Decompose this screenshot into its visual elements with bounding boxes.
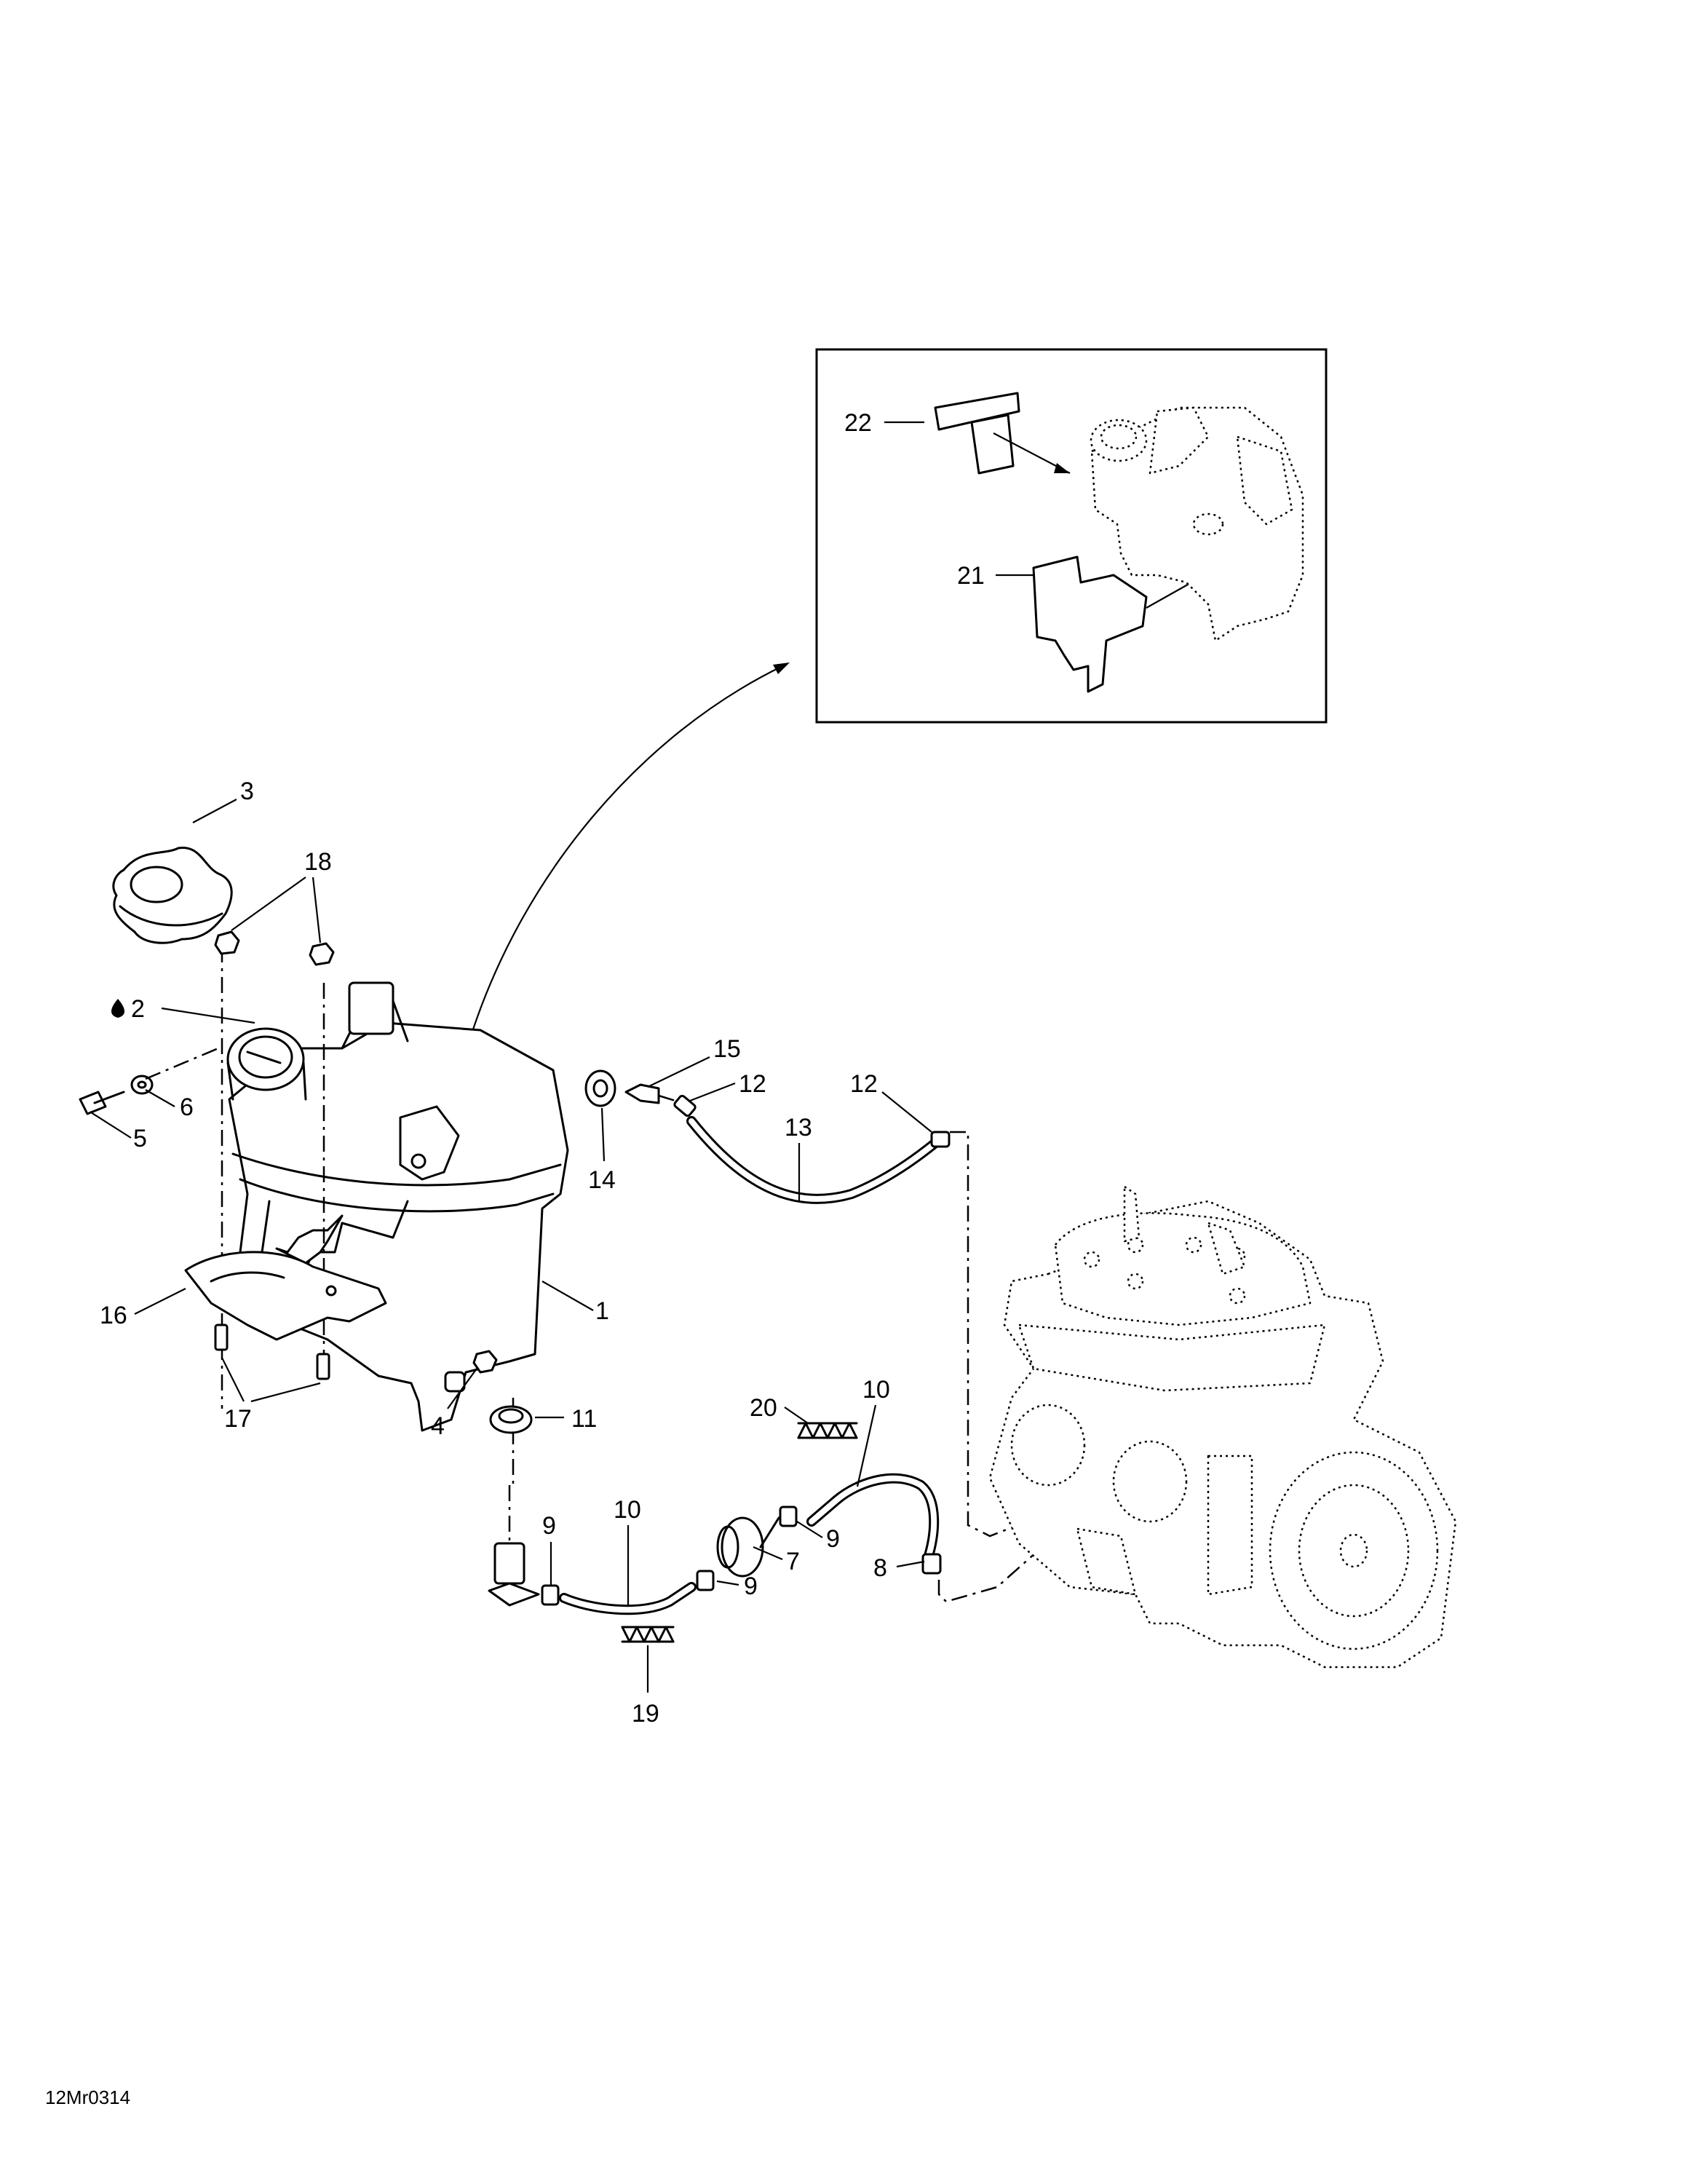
callout-label-20: 20 (750, 1394, 777, 1422)
callout-label-8: 8 (873, 1554, 887, 1582)
screw-17b (316, 1353, 330, 1380)
reference-code: 12Mr0314 (45, 2086, 130, 2108)
callout-19: 19 (632, 1645, 659, 1728)
callout-label-13: 13 (785, 1114, 812, 1142)
callout-2: 2 (111, 995, 255, 1024)
grommet-11 (489, 1405, 533, 1434)
clamp-12a (673, 1094, 697, 1117)
oil-cap (112, 846, 233, 944)
callout-label-10a: 10 (614, 1496, 641, 1524)
oil-tank (221, 946, 569, 1485)
clamp-12b (930, 1131, 951, 1148)
clamp-9c (779, 1506, 798, 1527)
decal-inset (815, 348, 1328, 724)
spring-19 (621, 1626, 675, 1643)
callout-9b: 9 (716, 1572, 758, 1600)
callout-label-21: 21 (957, 562, 985, 590)
callout-10a: 10 (614, 1496, 641, 1605)
decal-22 (934, 392, 1071, 475)
callout-label-18: 18 (304, 848, 332, 876)
callout-21: 21 (957, 562, 1034, 590)
callout-20: 20 (750, 1394, 809, 1424)
callout-label-17: 17 (224, 1405, 252, 1433)
callout-13: 13 (785, 1114, 812, 1201)
callout-9a: 9 (542, 1512, 556, 1586)
inset-pointer-arrow (470, 662, 790, 1034)
callout-label-10b: 10 (862, 1376, 890, 1404)
callout-22: 22 (844, 409, 924, 437)
callout-11: 11 (535, 1405, 597, 1433)
screw-5 (79, 1091, 125, 1115)
callout-15: 15 (647, 1035, 741, 1088)
clamp-9a (541, 1584, 560, 1606)
callout-label-1: 1 (595, 1297, 609, 1325)
callout-1: 1 (542, 1281, 609, 1325)
callout-5: 5 (90, 1112, 147, 1152)
heat-shield (184, 1251, 387, 1341)
callout-label-5: 5 (133, 1125, 147, 1152)
callout-14: 14 (588, 1107, 616, 1194)
callout-label-9a: 9 (542, 1512, 556, 1540)
callout-label-3: 3 (240, 778, 254, 805)
inset-oil-tank (1090, 406, 1304, 642)
callout-3: 3 (192, 778, 254, 823)
callout-label-6: 6 (180, 1093, 194, 1121)
callout-label-19: 19 (632, 1700, 659, 1728)
screw-17a (214, 1324, 229, 1351)
hose-10a (559, 1582, 697, 1615)
callout-12b: 12 (850, 1070, 932, 1133)
callout-label-22: 22 (844, 409, 872, 437)
callout-label-9c: 9 (826, 1525, 840, 1553)
hose-13 (686, 1116, 940, 1204)
callout-label-2: 2 (131, 995, 145, 1023)
callout-18: 18 (231, 848, 332, 943)
callout-7: 7 (753, 1546, 800, 1575)
hose-10b (806, 1473, 940, 1563)
callout-17: 17 (221, 1357, 321, 1433)
callout-label-12a: 12 (739, 1070, 766, 1098)
washer-6 (130, 1075, 154, 1095)
callout-10b: 10 (856, 1376, 890, 1487)
callout-label-7: 7 (786, 1548, 800, 1575)
inset-frame (815, 348, 1328, 724)
outlet-fitting (488, 1485, 540, 1607)
callout-label-9b: 9 (744, 1572, 758, 1600)
callout-12a: 12 (689, 1070, 766, 1102)
callout-label-11: 11 (571, 1405, 597, 1433)
callout-label-15: 15 (713, 1035, 741, 1063)
grommet-14 (584, 1069, 616, 1107)
clamp-9b (696, 1570, 715, 1591)
spring-20 (797, 1422, 858, 1439)
callout-label-12b: 12 (850, 1070, 878, 1098)
callout-label-14: 14 (588, 1166, 616, 1194)
engine (988, 1185, 1457, 1669)
nut-4 (472, 1350, 498, 1374)
callout-label-16: 16 (100, 1302, 127, 1329)
callout-6: 6 (145, 1089, 194, 1121)
oil-filter-7 (716, 1516, 780, 1578)
callout-8: 8 (873, 1554, 925, 1582)
clamp-8 (921, 1553, 942, 1575)
nut-18b (309, 942, 335, 966)
nut-18a (214, 930, 240, 955)
callout-4: 4 (431, 1368, 477, 1440)
callout-label-4: 4 (431, 1412, 445, 1440)
elbow-fitting-15 (624, 1083, 660, 1104)
callout-9c: 9 (796, 1521, 840, 1553)
callout-16: 16 (100, 1288, 186, 1329)
